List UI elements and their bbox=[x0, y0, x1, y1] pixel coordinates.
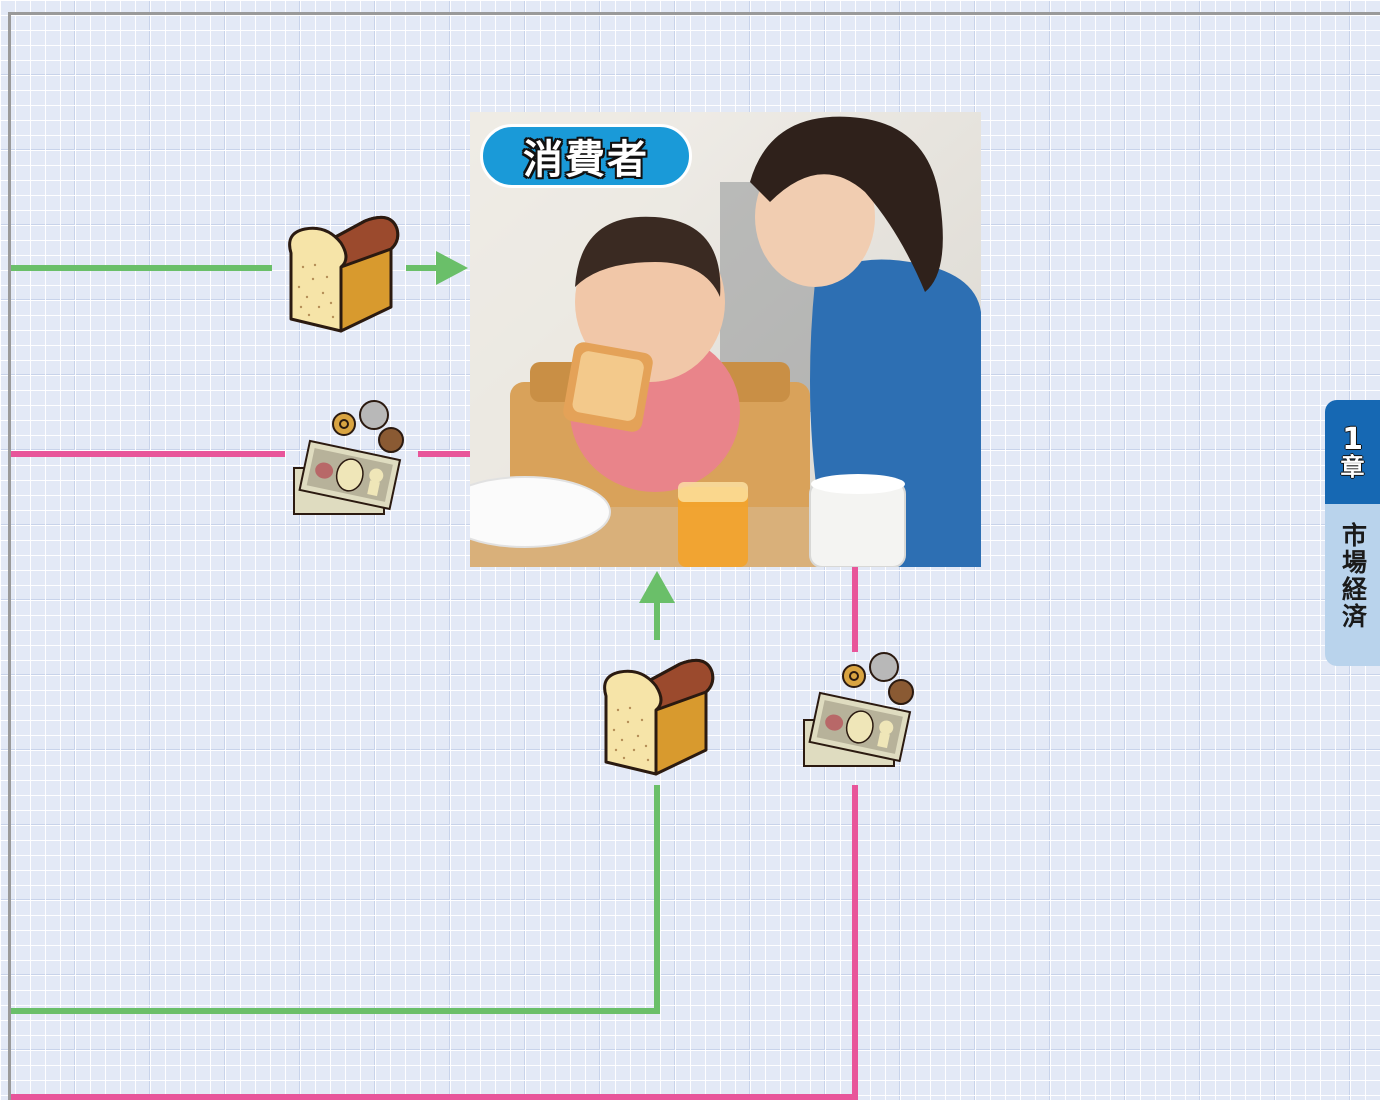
goods-flow-line-bottom bbox=[11, 785, 660, 1014]
banknotes-coins-icon bbox=[293, 400, 404, 515]
arrow-right-icon bbox=[436, 251, 468, 285]
consumer-label-badge: 消費者 bbox=[480, 124, 692, 188]
consumer-label: 消費者 bbox=[523, 137, 649, 183]
chapter-unit: 章 bbox=[1340, 453, 1365, 482]
consumer-photo bbox=[470, 112, 981, 567]
money-flow-line-bottom bbox=[11, 785, 858, 1100]
chapter-number-block: 1 章 bbox=[1325, 400, 1380, 504]
arrow-up-icon bbox=[639, 571, 675, 603]
banknotes-coins-icon bbox=[803, 652, 914, 767]
bread-loaf-icon bbox=[603, 658, 715, 776]
page-frame-top bbox=[8, 12, 1380, 15]
chapter-number: 1 bbox=[1342, 421, 1363, 457]
chapter-title: 市場経済 bbox=[1338, 522, 1368, 630]
chapter-tab[interactable]: 1 章 市場経済 bbox=[1325, 400, 1380, 666]
bread-loaf-icon bbox=[288, 215, 400, 333]
page-frame-left bbox=[8, 12, 11, 1100]
